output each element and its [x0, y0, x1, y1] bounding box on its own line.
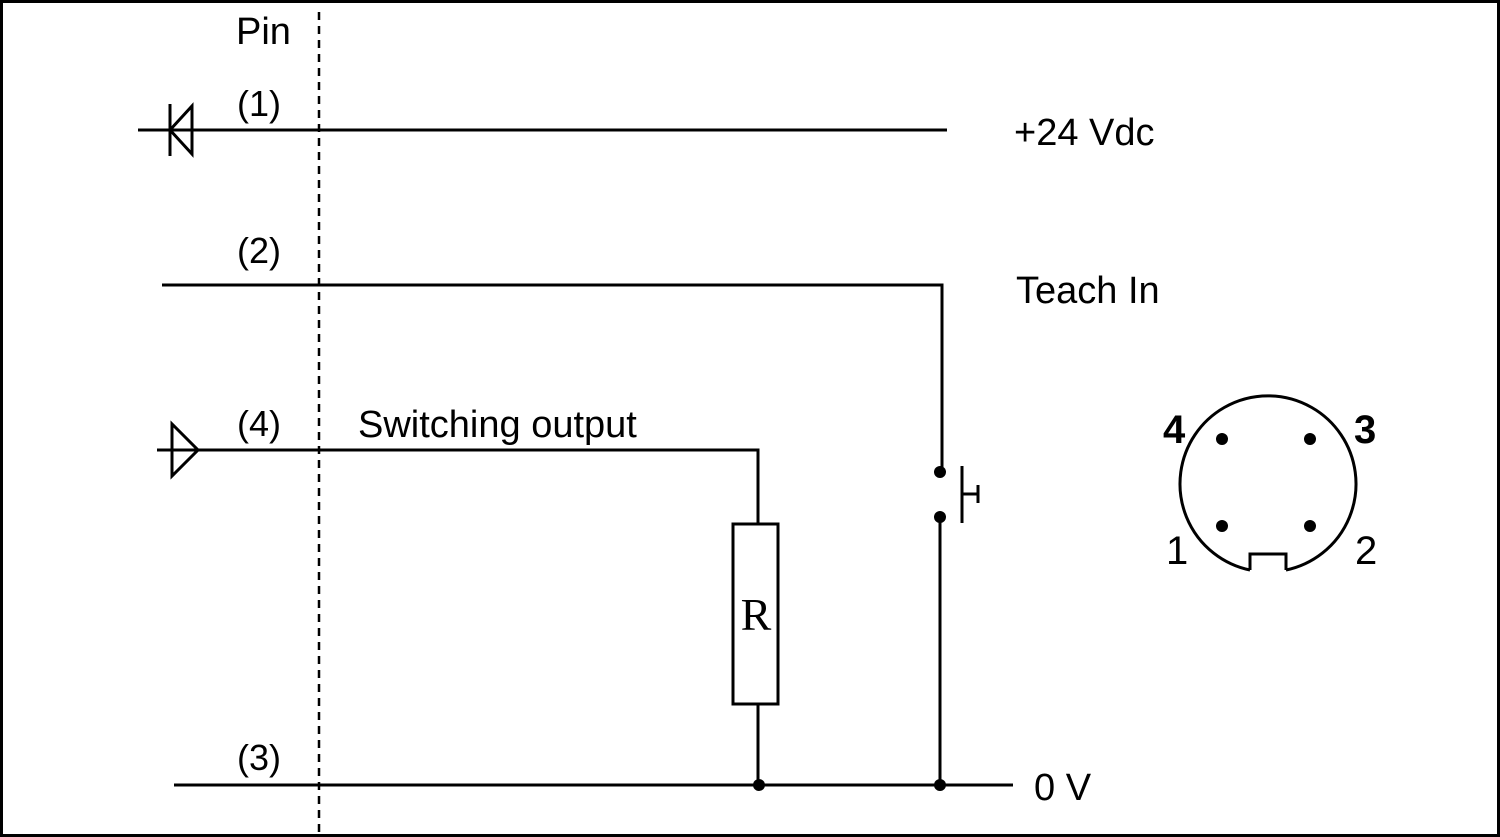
pin-2-label: (2): [237, 230, 281, 271]
connector-icon: [1178, 394, 1358, 572]
teach-in-wire: [162, 283, 944, 472]
junction-dot-resistor: [753, 779, 765, 791]
connector-pin-3-number: 3: [1354, 408, 1376, 452]
connector-pin-4-number: 4: [1163, 408, 1186, 452]
switching-output-label: Switching output: [358, 404, 637, 446]
teach-in-label: Teach In: [1016, 270, 1160, 312]
pin-4-label: (4): [237, 403, 281, 444]
junction-dot-button: [934, 779, 946, 791]
switching-output-wire: [157, 448, 760, 524]
connector-pin-2-number: 2: [1355, 529, 1377, 573]
output-arrow-icon: [170, 420, 201, 480]
pin-column-label: Pin: [236, 11, 291, 53]
push-button-icon: [934, 466, 980, 523]
ground-label: 0 V: [1034, 767, 1092, 809]
resistor: [731, 522, 780, 706]
pin-3-label: (3): [237, 737, 281, 778]
pin-1-label: (1): [237, 83, 281, 124]
supply-label: +24 Vdc: [1014, 112, 1155, 154]
diode-icon: [167, 102, 194, 158]
resistor-label: R: [741, 589, 772, 640]
connector-pin-1-number: 1: [1166, 529, 1188, 573]
